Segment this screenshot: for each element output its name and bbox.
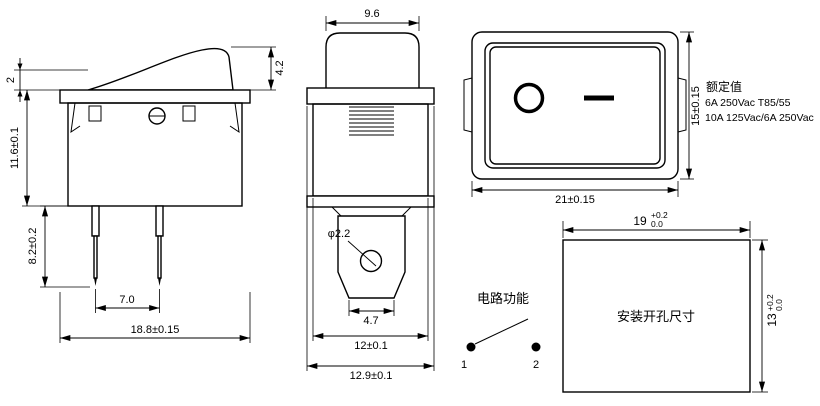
dim-pin-length: 8.2±0.2	[27, 205, 90, 288]
dim-body-width: 12±0.1	[312, 198, 429, 352]
rating-title: 额定值	[706, 79, 742, 94]
terminal-blade-outline	[337, 215, 406, 299]
front-view: 9.6 φ2.2	[306, 8, 435, 382]
circuit-terminal-2-dot	[531, 342, 541, 352]
dim-face-width: 21±0.15	[471, 181, 679, 206]
dim-terminal-width-label: 4.7	[363, 315, 378, 327]
face-rocker	[489, 46, 661, 165]
dim-top-lip-label: 2	[5, 77, 17, 83]
dim-mount-height-tol-upper: +0.2	[765, 294, 775, 311]
circuit-function-diagram: 电路功能 1 2	[461, 291, 541, 371]
neck-left	[331, 206, 342, 217]
front-flange	[306, 87, 435, 105]
neck-right	[401, 206, 412, 217]
mount-tab-right	[677, 77, 687, 133]
dim-mount-height-label: 13	[765, 313, 779, 327]
dim-face-width-label: 21±0.15	[555, 194, 595, 206]
dim-rocker-height-label: 4.2	[274, 60, 286, 75]
mounting-hole-view: 安装开孔尺寸 19 +0.2 0.0 13 +0.2 0.0	[562, 210, 784, 393]
dim-top-lip: 2	[5, 58, 88, 102]
dim-face-height: 15±0.15	[680, 31, 702, 180]
rating-line2: 10A 125Vac/6A 250Vac	[705, 112, 814, 124]
dim-pin-spacing: 7.0	[95, 289, 160, 313]
dim-mount-width-label: 19	[633, 214, 647, 228]
top-flange	[59, 89, 251, 104]
circuit-terminal-1-label: 1	[461, 359, 467, 371]
dim-mount-height: 13 +0.2 0.0	[752, 239, 784, 393]
terminal-pin-right	[155, 205, 164, 286]
dim-face-height-label: 15±0.15	[690, 86, 702, 126]
mounting-hole-label: 安装开孔尺寸	[617, 309, 695, 324]
mount-tab-left	[463, 77, 473, 133]
rating-block: 额定值 6A 250Vac T85/55 10A 125Vac/6A 250Va…	[705, 79, 814, 124]
snap-hook-left	[70, 102, 81, 134]
clip-block-right	[182, 105, 196, 122]
dim-overall-width-side-label: 18.8±0.15	[131, 324, 180, 336]
switch-lever-line	[474, 318, 529, 345]
face-outer-outline	[471, 31, 679, 180]
spring-hatch	[349, 106, 394, 136]
dim-pin-spacing-label: 7.0	[119, 294, 134, 306]
dim-mount-height-tol-lower: 0.0	[774, 299, 784, 311]
front-body	[312, 103, 429, 197]
rocker-front-outline	[325, 32, 420, 88]
dim-hole-dia: φ2.2	[328, 228, 377, 267]
dim-mount-width-tol-lower: 0.0	[651, 219, 663, 229]
mounting-hole-outline	[562, 239, 751, 393]
dim-body-height: 11.6±0.1	[9, 90, 68, 207]
dim-top-width-label: 9.6	[364, 8, 379, 20]
dim-hole-dia-label: φ2.2	[328, 228, 350, 240]
dim-terminal-width: 4.7	[348, 300, 395, 327]
dim-body-height-label: 11.6±0.1	[9, 127, 21, 169]
dim-rocker-height: 4.2	[231, 46, 286, 91]
bottom-base	[306, 195, 435, 208]
face-bezel	[484, 42, 666, 169]
clip-block-left	[88, 105, 102, 122]
dim-mount-width-tol-upper: +0.2	[651, 210, 668, 220]
off-symbol-icon	[513, 82, 545, 114]
dim-top-width: 9.6	[325, 8, 420, 31]
rocker-actuator-outline	[87, 47, 234, 91]
dim-pin-length-label: 8.2±0.2	[27, 228, 39, 265]
snap-hook-right	[229, 102, 240, 134]
dim-body-width-label: 12±0.1	[354, 340, 388, 352]
dim-overall-width-front: 12.9±0.1	[306, 106, 435, 382]
side-view: 2 11.6±0.1 8.2±0.2 7.0 18.8±0.15	[5, 46, 286, 343]
circuit-terminal-1-dot	[466, 342, 476, 352]
rating-line1: 6A 250Vac T85/55	[705, 97, 791, 109]
switch-body	[67, 102, 243, 207]
top-view: 15±0.15 21±0.15 额定值 6A 250Vac T85/55 10A…	[463, 31, 814, 206]
dim-mount-width: 19 +0.2 0.0	[562, 210, 751, 238]
dim-overall-width-side: 18.8±0.15	[59, 292, 251, 343]
terminal-pin-left	[91, 205, 100, 286]
circuit-terminal-2-label: 2	[533, 359, 539, 371]
circuit-title: 电路功能	[477, 291, 529, 306]
dim-overall-width-front-label: 12.9±0.1	[350, 370, 393, 382]
